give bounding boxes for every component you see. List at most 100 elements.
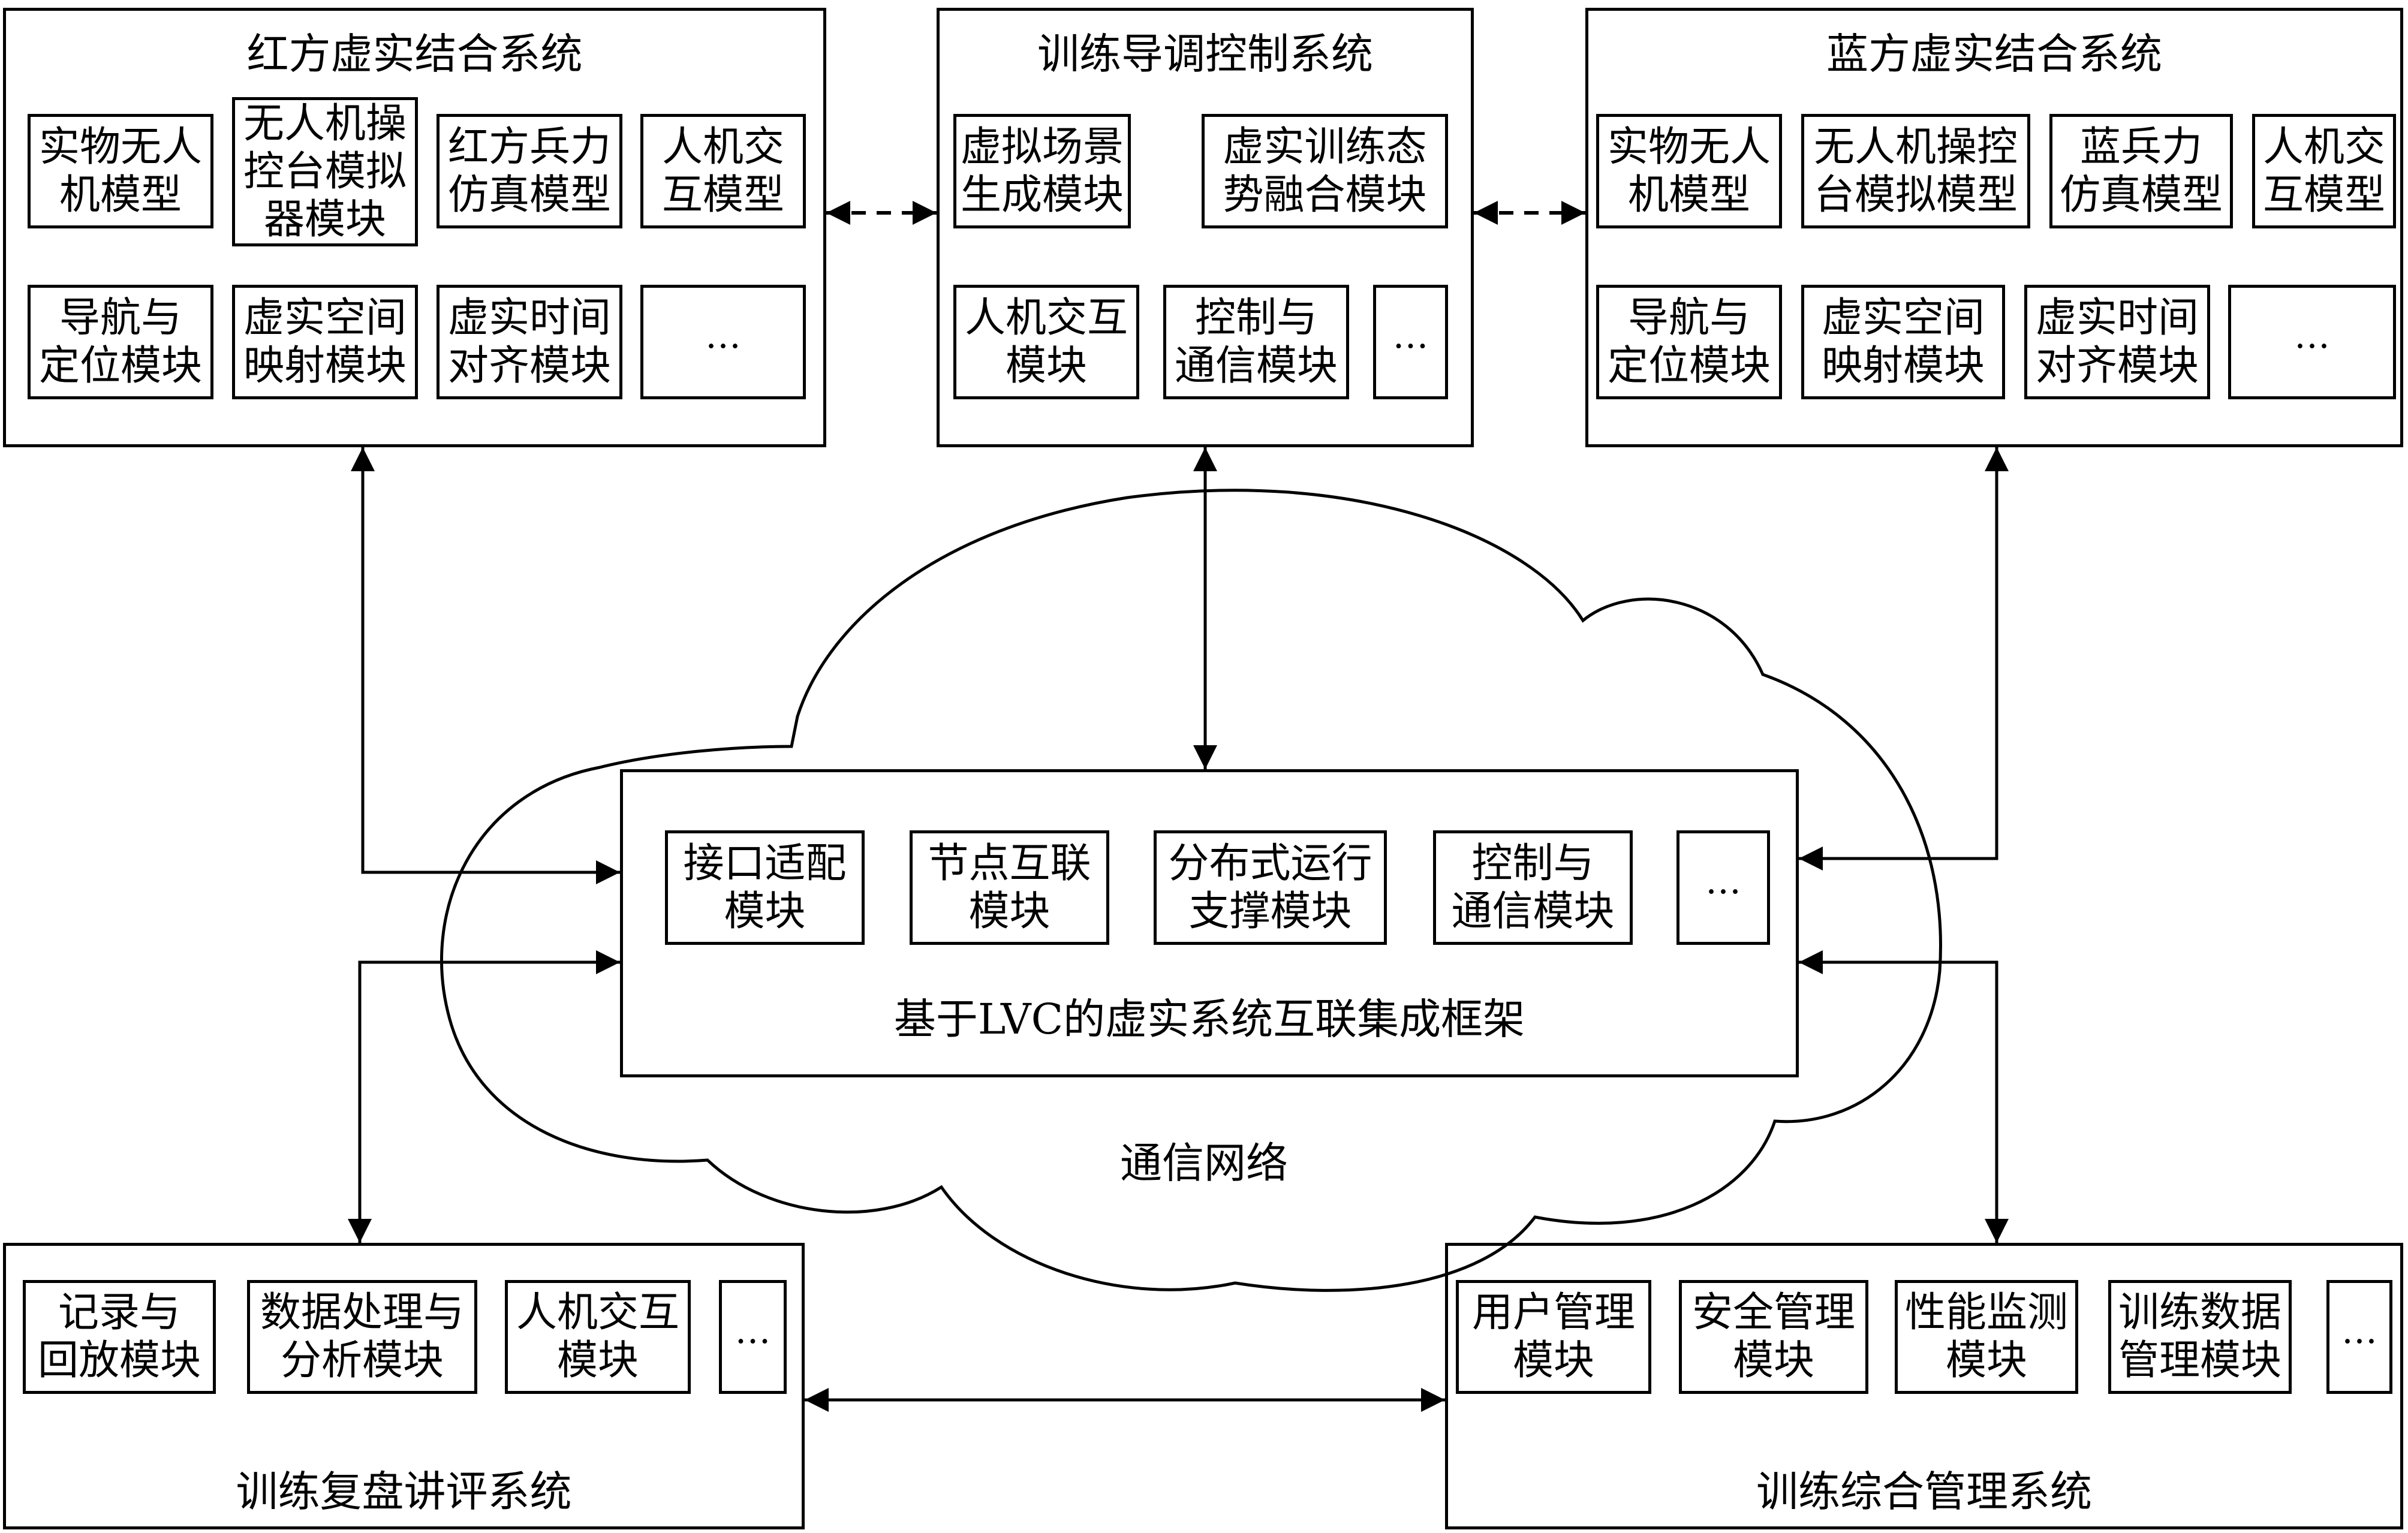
red-module-physical-uav: 实物无人机模型: [28, 114, 213, 228]
module-text: 人机交互: [964, 294, 1128, 342]
red-system-title: 红方虚实结合系统: [246, 29, 583, 79]
module-text: 安全管理: [1691, 1289, 1855, 1336]
blue-module-uav-console-sim: 无人机操控台模拟模型: [1801, 114, 2030, 228]
blue-module-more: …: [2228, 285, 2396, 399]
module-text: 性能监测: [1904, 1289, 2068, 1336]
module-text: 生成模块: [960, 171, 1124, 219]
communication-network-label: 通信网络: [1120, 1139, 1288, 1188]
module-text: 无人机操控: [1813, 123, 2018, 171]
module-text: 人机交: [2262, 123, 2385, 171]
management-module-training-data: 训练数据管理模块: [2108, 1280, 2292, 1394]
module-text: 管理模块: [2118, 1337, 2281, 1384]
module-text: 数据处理与: [260, 1289, 464, 1336]
module-text: 虚实时间: [2035, 294, 2199, 342]
management-module-security: 安全管理模块: [1679, 1280, 1868, 1394]
module-text: 控制与: [1194, 294, 1317, 342]
framework-module-more: …: [1676, 830, 1770, 945]
module-text: 模块: [1005, 342, 1087, 390]
control-module-more: …: [1373, 285, 1448, 399]
module-text: 虚拟场景: [960, 123, 1124, 171]
module-text: 控台模拟: [243, 147, 407, 195]
module-text: 虚实空间: [1821, 294, 1985, 342]
module-text: 台模拟模型: [1813, 171, 2018, 219]
blue-module-force-sim: 蓝兵力仿真模型: [2049, 114, 2233, 228]
lvc-framework-title: 基于LVC的虚实系统互联集成框架: [893, 995, 1525, 1044]
module-text: 红方兵力: [447, 123, 611, 171]
blue-module-space-mapping: 虚实空间映射模块: [1801, 285, 2005, 399]
review-system-box: 训练复盘讲评系统: [3, 1243, 805, 1529]
module-text: 仿真模型: [2059, 171, 2223, 219]
module-text: 实物无人: [38, 123, 202, 171]
control-system-box: 训练导调控制系统: [937, 8, 1474, 447]
blue-module-navigation: 导航与定位模块: [1596, 285, 1782, 399]
module-text: 模块: [968, 887, 1051, 935]
management-module-more: …: [2326, 1280, 2392, 1394]
ellipsis-text: …: [735, 1310, 771, 1352]
module-text: 分布式运行: [1168, 839, 1372, 887]
red-framework-arrow: [351, 447, 620, 884]
module-text: 用户管理: [1471, 1289, 1635, 1336]
module-text: 接口适配: [683, 839, 847, 887]
red-module-more: …: [640, 285, 806, 399]
control-module-hci: 人机交互模块: [953, 285, 1139, 399]
review-module-data-analysis: 数据处理与分析模块: [247, 1280, 477, 1394]
red-module-uav-console-sim: 无人机操控台模拟器模块: [232, 97, 418, 246]
management-system-box: 训练综合管理系统: [1445, 1243, 2403, 1529]
ellipsis-text: …: [705, 315, 741, 357]
module-text: 虚实空间: [243, 294, 407, 342]
module-text: 人机交互: [516, 1289, 679, 1336]
module-text: 训练数据: [2118, 1289, 2281, 1336]
module-text: 控制与: [1471, 839, 1594, 887]
module-text: 记录与: [58, 1289, 180, 1336]
module-text: 蓝兵力: [2079, 123, 2202, 171]
management-system-title: 训练综合管理系统: [1756, 1467, 2092, 1516]
red-module-force-sim: 红方兵力仿真模型: [437, 114, 622, 228]
red-module-navigation: 导航与定位模块: [28, 285, 213, 399]
management-module-performance: 性能监测模块: [1895, 1280, 2078, 1394]
module-text: 实物无人: [1607, 123, 1771, 171]
blue-module-physical-uav: 实物无人机模型: [1596, 114, 1782, 228]
control-module-comm: 控制与通信模块: [1163, 285, 1349, 399]
module-text: 虚实训练态: [1223, 123, 1427, 171]
module-text: 模块: [1512, 1337, 1594, 1384]
control-module-situation-fusion: 虚实训练态势融合模块: [1202, 114, 1448, 228]
management-module-user: 用户管理模块: [1456, 1280, 1651, 1394]
module-text: 器模块: [263, 195, 386, 243]
ellipsis-text: …: [2294, 315, 2330, 357]
review-system-title: 训练复盘讲评系统: [236, 1467, 572, 1516]
red-system-box: 红方虚实结合系统: [3, 8, 826, 447]
module-text: 定位模块: [38, 342, 202, 390]
module-text: 导航与: [59, 294, 182, 342]
ellipsis-text: …: [1392, 315, 1429, 357]
review-module-more: …: [719, 1280, 787, 1394]
module-text: 模块: [1732, 1337, 1814, 1384]
blue-framework-arrow: [1799, 447, 2009, 871]
module-text: 导航与: [1627, 294, 1750, 342]
module-text: 通信模块: [1451, 887, 1615, 935]
blue-module-time-alignment: 虚实时间对齐模块: [2024, 285, 2210, 399]
module-text: 映射模块: [243, 342, 407, 390]
module-text: 支撑模块: [1188, 887, 1352, 935]
management-framework-arrow: [1799, 950, 2009, 1243]
module-text: 通信模块: [1174, 342, 1338, 390]
control-system-title: 训练导调控制系统: [1037, 29, 1373, 79]
ellipsis-text: …: [2341, 1310, 2377, 1352]
module-text: 模块: [556, 1337, 639, 1384]
module-text: 仿真模型: [447, 171, 611, 219]
module-text: 映射模块: [1821, 342, 1985, 390]
review-framework-arrow: [348, 950, 620, 1243]
red-module-hci: 人机交互模型: [640, 114, 806, 228]
control-module-scene-gen: 虚拟场景生成模块: [953, 114, 1131, 228]
module-text: 互模型: [661, 171, 784, 219]
ellipsis-text: …: [1705, 860, 1741, 902]
module-text: 对齐模块: [2035, 342, 2199, 390]
module-text: 节点互联: [928, 839, 1091, 887]
module-text: 机模型: [1627, 171, 1750, 219]
module-text: 回放模块: [37, 1337, 201, 1384]
blue-system-title: 蓝方虚实结合系统: [1826, 29, 2162, 79]
blue-system-box: 蓝方虚实结合系统: [1585, 8, 2403, 447]
module-text: 机模型: [59, 171, 182, 219]
module-text: 人机交: [661, 123, 784, 171]
framework-module-comm: 控制与通信模块: [1433, 830, 1633, 945]
